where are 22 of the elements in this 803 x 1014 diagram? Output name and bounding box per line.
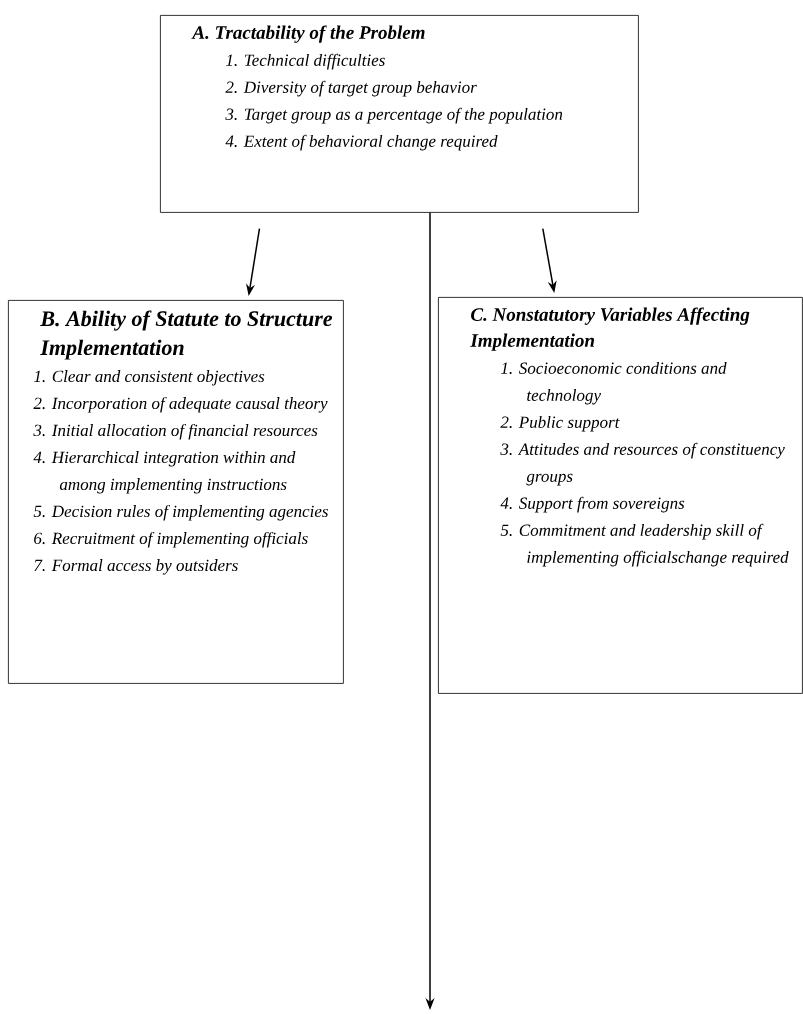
box-heading: B. Ability of Statute to Structure Implementation <box>40 310 333 360</box>
list-item: 7. Formal access by outsiders <box>34 559 238 575</box>
list-item: 5. Commitment and leadership skill of implementing officialschange required <box>500 523 789 567</box>
list-item: 4. Support from sovereigns <box>500 496 685 513</box>
text-box <box>8 300 344 684</box>
text-box <box>438 297 803 694</box>
list-item: 2. Diversity of target group behavior <box>225 80 477 97</box>
box-heading: A. Tractability of the Problem <box>191 25 425 43</box>
list-item: 3. Target group as a percentage of the population <box>225 107 563 124</box>
list-item: 2. Public support <box>500 416 620 432</box>
text-box <box>160 15 639 213</box>
list-item: 1. Clear and consistent objectives <box>34 370 265 386</box>
list-item: 1. Technical difficulties <box>226 53 385 70</box>
list-item: 3. Initial allocation of financial resources <box>33 423 318 440</box>
list-item: 4. Extent of behavioral change required <box>225 134 498 151</box>
box-heading: C. Nonstatutory Variables Affecting Implementation <box>470 307 750 351</box>
list-item: 6. Recruitment of implementing officials <box>34 531 308 548</box>
list-item: 4. Hierarchical integration within and among implementing instructions <box>33 451 296 494</box>
list-item: 2. Incorporation of adequate causal theory <box>33 396 328 413</box>
list-item: 3. Attitudes and resources of constituency groups <box>500 442 785 486</box>
list-item: 5. Decision rules of implementing agencies <box>33 504 328 521</box>
list-item: 1. Socioeconomic conditions and technology <box>501 362 727 405</box>
